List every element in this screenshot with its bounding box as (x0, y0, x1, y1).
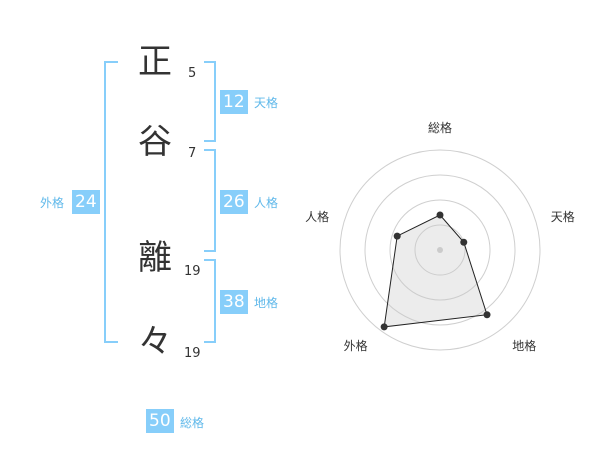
jinkaku-bracket (204, 149, 216, 252)
soukaku-value-badge: 50 (146, 409, 174, 433)
stroke-count-4: 19 (184, 346, 201, 361)
tenkaku-label: 天格 (254, 96, 279, 110)
jinkaku-value-badge: 26 (220, 190, 248, 214)
radar-axis-label-1: 総格 (428, 120, 452, 135)
radar-point-4 (380, 323, 388, 331)
name-char-4: 々 (138, 322, 172, 362)
soukaku-label: 総格 (180, 416, 205, 430)
chikaku-bracket (204, 259, 216, 343)
jinkaku-label: 人格 (254, 196, 279, 210)
gaikaku-bracket (104, 61, 118, 343)
radar-point-5 (393, 232, 401, 240)
stroke-count-1: 5 (188, 66, 197, 81)
tenkaku-bracket (204, 61, 216, 142)
radar-point-3 (483, 311, 491, 319)
gaikaku-label: 外格 (40, 196, 65, 210)
name-char-2: 谷 (138, 122, 172, 162)
tenkaku-value-badge: 12 (220, 90, 248, 114)
radar-ring-4 (339, 149, 541, 351)
radar-axis-label-5: 人格 (305, 209, 329, 224)
chikaku-value-badge: 38 (220, 290, 248, 314)
radar-ring-3 (364, 174, 516, 326)
stroke-count-2: 7 (188, 146, 197, 161)
radar-center-dot (437, 247, 443, 253)
radar-point-1 (436, 211, 444, 219)
radar-point-2 (460, 238, 468, 246)
stroke-count-3: 19 (184, 264, 201, 279)
radar-ring-2 (389, 199, 491, 301)
radar-polygon (383, 214, 488, 328)
name-char-3: 離 (138, 238, 172, 278)
name-char-1: 正 (138, 42, 172, 82)
chikaku-label: 地格 (254, 296, 279, 310)
gaikaku-value-badge: 24 (72, 190, 100, 214)
radar-axis-label-4: 外格 (344, 338, 368, 353)
radar-axis-label-3: 地格 (512, 338, 536, 353)
radar-ring-1 (414, 224, 466, 276)
radar-axis-label-2: 天格 (551, 209, 575, 224)
